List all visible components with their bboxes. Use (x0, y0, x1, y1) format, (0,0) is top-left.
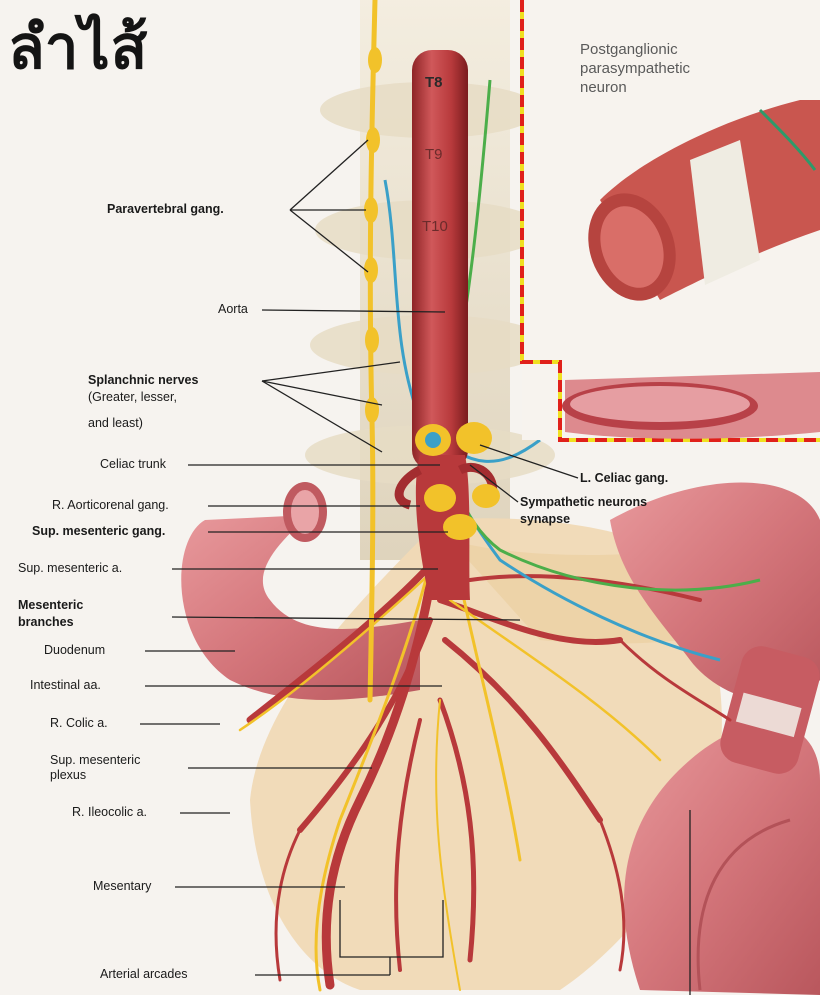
label-splanchnic-detail-1: (Greater, lesser, (88, 390, 177, 406)
inset-label-line-3: neuron (580, 78, 690, 97)
label-paravertebral-ganglia: Paravertebral gang. (107, 202, 224, 218)
vertebra-label-t9: T9 (425, 146, 443, 163)
inset-label-line-2: parasympathetic (580, 59, 690, 78)
label-mesenteric-branches-2: branches (18, 615, 74, 631)
label-r-aorticorenal-ganglion: R. Aorticorenal gang. (52, 498, 169, 514)
vertebra-label-t8: T8 (425, 74, 443, 91)
label-sympathetic-synapse: synapse (520, 512, 570, 528)
label-sup-mesenteric-plexus-2: plexus (50, 768, 86, 784)
inset-label: Postganglionic parasympathetic neuron (580, 40, 690, 98)
label-splanchnic-nerves: Splanchnic nerves (88, 373, 198, 389)
label-sup-mesenteric-artery: Sup. mesenteric a. (18, 561, 122, 577)
page-title: ลำไส้ (8, 0, 148, 95)
label-celiac-trunk: Celiac trunk (100, 457, 166, 473)
label-duodenum: Duodenum (44, 643, 105, 659)
label-mesentary: Mesentary (93, 879, 151, 895)
label-r-ileocolic-artery: R. Ileocolic a. (72, 805, 147, 821)
label-mesenteric-branches: Mesenteric (18, 598, 83, 614)
label-sup-mesenteric-ganglion: Sup. mesenteric gang. (32, 524, 165, 540)
label-l-celiac-ganglion: L. Celiac gang. (580, 471, 668, 487)
label-sup-mesenteric-plexus: Sup. mesenteric (50, 753, 140, 769)
label-aorta: Aorta (218, 302, 248, 318)
vertebra-label-t10: T10 (422, 218, 448, 235)
label-intestinal-arteries: Intestinal aa. (30, 678, 101, 694)
label-sympathetic-neurons: Sympathetic neurons (520, 495, 647, 511)
label-arterial-arcades: Arterial arcades (100, 967, 188, 983)
inset-label-line-1: Postganglionic (580, 40, 690, 59)
label-splanchnic-detail-2: and least) (88, 416, 143, 432)
label-r-colic-artery: R. Colic a. (50, 716, 108, 732)
